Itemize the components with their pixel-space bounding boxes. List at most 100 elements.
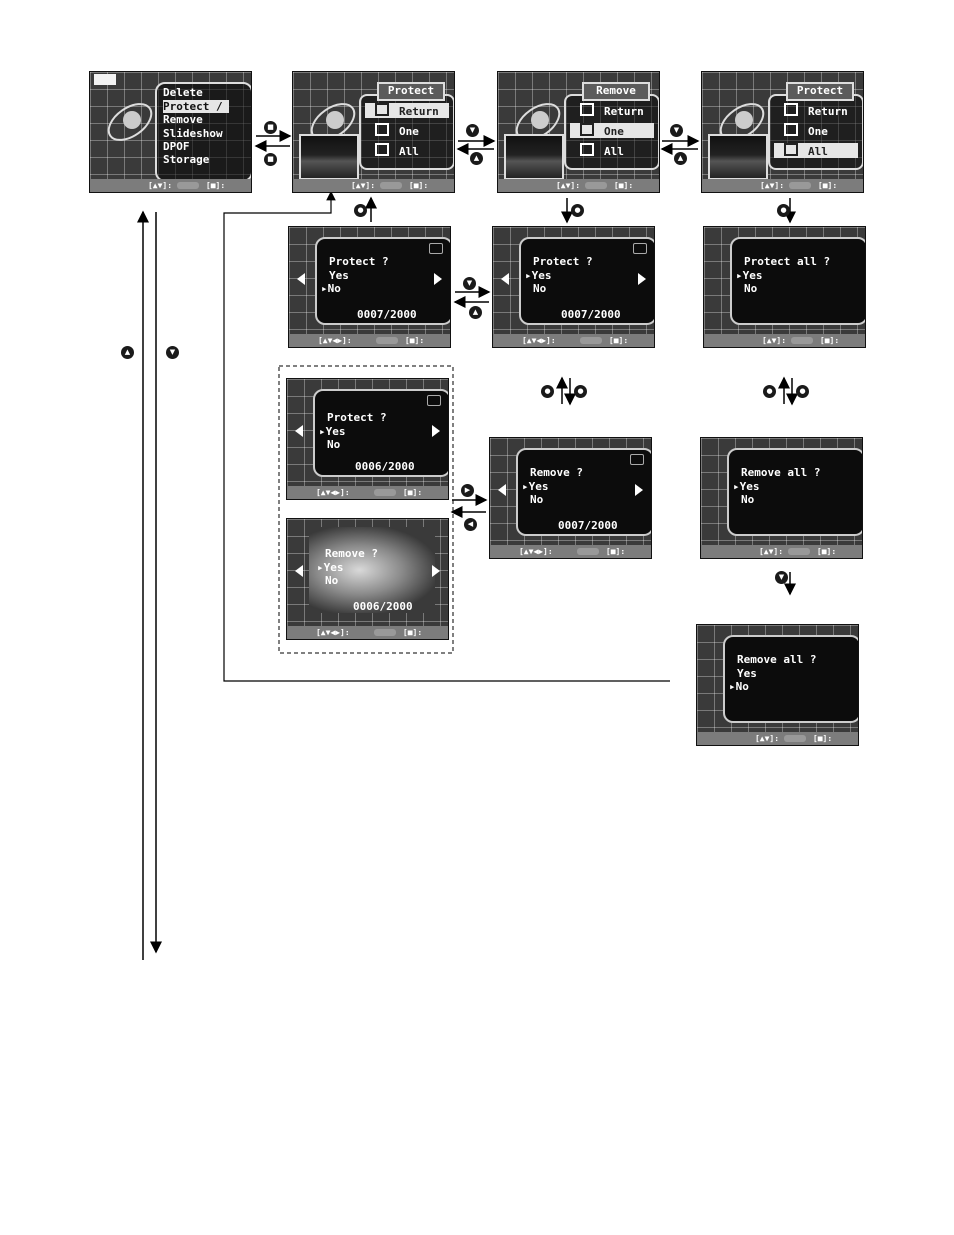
- prev-arrow-icon[interactable]: [297, 273, 305, 285]
- row-label: All: [399, 145, 419, 158]
- submenu-row-return[interactable]: Return: [365, 103, 449, 118]
- submenu-row-all[interactable]: All: [365, 143, 449, 158]
- dialog-question: Protect ?: [329, 255, 389, 268]
- status-left-hint: [▲▼]:: [555, 181, 581, 190]
- return-icon: [784, 103, 798, 116]
- status-dots: [584, 182, 607, 189]
- menu-item-protect[interactable]: Protect /: [163, 100, 229, 113]
- option-yes[interactable]: ▸Yes: [736, 269, 763, 282]
- submenu-row-return[interactable]: Return: [774, 103, 858, 118]
- screen-remove-confirm-photo: Remove ? ▸Yes No 0006/2000 [▲▼◀▶]: [■]:: [286, 518, 449, 640]
- remove-submenu: Return One All Remove: [564, 82, 659, 170]
- status-dots: [379, 182, 402, 189]
- option-yes[interactable]: ▸Yes: [319, 425, 346, 438]
- menu-item-delete[interactable]: Delete: [163, 86, 203, 99]
- option-yes[interactable]: ▸Yes: [733, 480, 760, 493]
- status-dots: [373, 489, 396, 496]
- option-no[interactable]: ▸No: [729, 680, 749, 693]
- submenu-row-all[interactable]: All: [774, 143, 858, 158]
- no-label: No: [327, 438, 341, 451]
- status-left-hint: [▲▼◀▶]:: [315, 628, 350, 637]
- status-right-hint: [■]:: [404, 336, 425, 345]
- option-yes[interactable]: ▸Yes: [317, 561, 344, 574]
- option-yes[interactable]: ▸Yes: [525, 269, 552, 282]
- submenu-row-return[interactable]: Return: [570, 103, 654, 118]
- option-no[interactable]: No: [325, 574, 338, 587]
- next-arrow-icon[interactable]: [635, 484, 643, 496]
- yes-label: Yes: [528, 480, 549, 493]
- yes-label: Yes: [737, 667, 757, 680]
- option-no[interactable]: No: [530, 493, 543, 506]
- status-right-hint: [■]:: [402, 628, 423, 637]
- menu-item-remove[interactable]: Remove: [163, 113, 203, 126]
- submenu-title: Protect: [377, 82, 445, 101]
- status-left-hint: [▲▼◀▶]:: [521, 336, 556, 345]
- submenu-row-one[interactable]: One: [365, 123, 449, 138]
- return-path-arrow: [223, 190, 670, 682]
- no-label: No: [744, 282, 758, 295]
- option-no[interactable]: No: [327, 438, 340, 451]
- row-label: One: [604, 125, 624, 138]
- down-button-icon: ▼: [466, 124, 479, 137]
- submenu-row-all[interactable]: All: [570, 143, 654, 158]
- movie-icon: [630, 454, 644, 465]
- option-yes[interactable]: ▸Yes: [522, 480, 549, 493]
- status-bar: [▲▼◀▶]: [■]:: [289, 334, 450, 347]
- screen-protect-return: Return One All Protect [▲▼]: [■]:: [292, 71, 455, 193]
- row-label: One: [808, 125, 828, 138]
- playback-mode-icon: [94, 74, 116, 85]
- no-label: No: [741, 493, 755, 506]
- dialog-question: Protect all ?: [744, 255, 831, 268]
- next-arrow-icon[interactable]: [432, 425, 440, 437]
- submenu-row-one[interactable]: One: [774, 123, 858, 138]
- yes-label: Yes: [531, 269, 552, 282]
- status-right-hint: [■]:: [613, 181, 634, 190]
- option-no[interactable]: ▸No: [321, 282, 341, 295]
- option-no[interactable]: No: [533, 282, 546, 295]
- option-yes[interactable]: Yes: [737, 667, 757, 680]
- status-dots: [375, 337, 398, 344]
- prev-arrow-icon[interactable]: [295, 565, 303, 577]
- protect-submenu: Return One All Protect: [768, 82, 863, 170]
- status-bar: [▲▼]: [■]:: [702, 179, 863, 192]
- menu-item-dpof[interactable]: DPOF: [163, 140, 190, 153]
- menu-item-storage[interactable]: Storage: [163, 153, 210, 166]
- screen-remove-all-no: Remove all ? Yes ▸No [▲▼]: [■]:: [696, 624, 859, 746]
- dialog-question: Remove ?: [325, 547, 378, 560]
- no-label: No: [735, 680, 749, 693]
- ok-button-icon: ●: [796, 385, 809, 398]
- prev-arrow-icon[interactable]: [498, 484, 506, 496]
- submenu-row-one[interactable]: One: [570, 123, 654, 138]
- status-right-hint: [■]:: [812, 734, 833, 743]
- status-left-hint: [▲▼]:: [761, 336, 787, 345]
- up-button-icon: ▲: [469, 306, 482, 319]
- next-arrow-icon[interactable]: [434, 273, 442, 285]
- option-no[interactable]: No: [744, 282, 757, 295]
- yes-label: Yes: [739, 480, 760, 493]
- status-right-hint: [■]:: [817, 181, 838, 190]
- image-counter: 0006/2000: [353, 600, 413, 613]
- status-left-hint: [▲▼]:: [758, 547, 784, 556]
- next-arrow-icon[interactable]: [432, 565, 440, 577]
- status-dots: [787, 548, 810, 555]
- prev-arrow-icon[interactable]: [501, 273, 509, 285]
- status-dots: [790, 337, 813, 344]
- row-label: Return: [604, 105, 644, 118]
- up-button-icon: ▲: [121, 346, 134, 359]
- status-bar: [▲▼]: [■]:: [293, 179, 454, 192]
- down-button-icon: ▼: [166, 346, 179, 359]
- prev-arrow-icon[interactable]: [295, 425, 303, 437]
- menu-item-slideshow[interactable]: Slideshow: [163, 127, 223, 140]
- next-arrow-icon[interactable]: [638, 273, 646, 285]
- yes-label: Yes: [325, 425, 346, 438]
- option-no[interactable]: No: [741, 493, 754, 506]
- option-yes[interactable]: Yes: [329, 269, 349, 282]
- status-right-hint: [■]:: [402, 488, 423, 497]
- screen-remove-one: Return One All Remove [▲▼]: [■]:: [497, 71, 660, 193]
- down-button-icon: ▼: [670, 124, 683, 137]
- up-button-icon: ▲: [470, 152, 483, 165]
- camera-icon: [427, 395, 441, 406]
- photo-thumbnail: [708, 134, 768, 180]
- image-counter: 0006/2000: [355, 460, 415, 473]
